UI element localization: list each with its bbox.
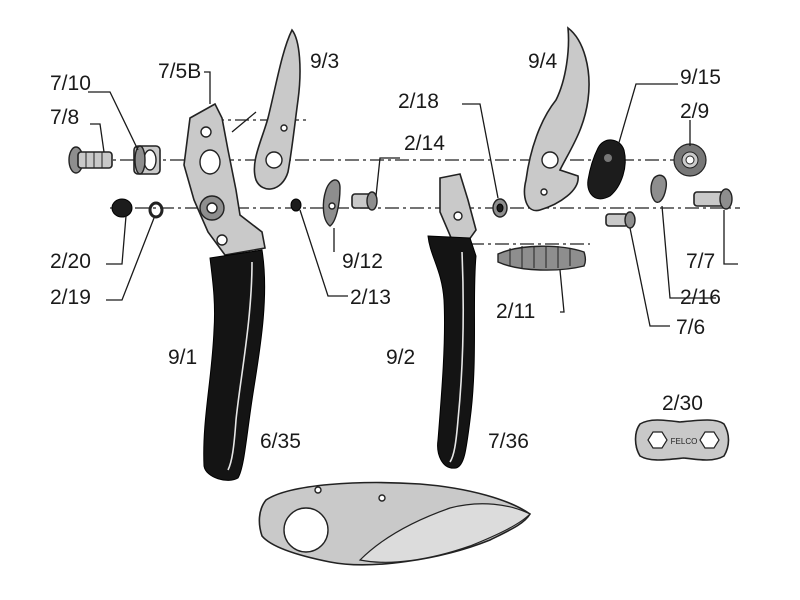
washer-2-13 [290,198,302,212]
label-2-19: 2/19 [50,286,91,309]
wrench-2-30: FELCO [634,419,730,461]
nut-7-10 [133,145,161,175]
blade-9-3 [253,28,301,190]
blade-9-4 [523,26,590,212]
label-2-11: 2/11 [496,300,535,323]
label-9-12: 9/12 [342,250,383,273]
label-7-6: 7/6 [676,316,705,339]
label-9-2: 9/2 [386,346,415,369]
label-9-15: 9/15 [680,66,721,89]
screw-2-14 [351,191,378,211]
leader-lines [88,71,738,327]
label-9-1: 9/1 [168,346,197,369]
washer-2-18 [492,198,508,218]
gear-2-9 [673,143,707,177]
label-7-5b: 7/5B [158,60,201,83]
clip-2-16 [650,174,668,204]
lower-handle-9-1 [183,102,266,481]
screw-7-6 [605,211,636,229]
label-7-36: 7/36 [488,430,529,453]
label-2-13: 2/13 [350,286,391,309]
spring-2-11 [497,245,587,271]
label-9-4: 9/4 [528,50,558,73]
wrench-mark: FELCO [671,437,698,446]
replacement-blade [258,481,532,566]
bolt-7-7 [693,188,733,210]
label-2-16: 2/16 [680,286,721,309]
label-7-10: 7/10 [50,72,91,95]
part-labels: 7/10 7/8 7/5B 9/3 2/14 2/18 9/4 9/15 2/9… [50,50,721,453]
cap-2-20 [111,198,133,218]
label-2-30: 2/30 [662,392,703,415]
label-2-14: 2/14 [404,132,445,155]
bolt-7-8 [68,146,113,174]
label-2-18: 2/18 [398,90,439,113]
label-2-20: 2/20 [50,250,91,273]
spring-9-12 [322,179,341,227]
label-9-3: 9/3 [310,50,339,73]
upper-handle-9-2 [427,173,477,469]
label-2-9: 2/9 [680,100,709,123]
ring-2-19 [148,201,164,219]
label-6-35: 6/35 [260,430,301,453]
plate-9-15 [587,139,626,200]
label-7-7: 7/7 [686,250,715,273]
label-7-8: 7/8 [50,106,79,129]
